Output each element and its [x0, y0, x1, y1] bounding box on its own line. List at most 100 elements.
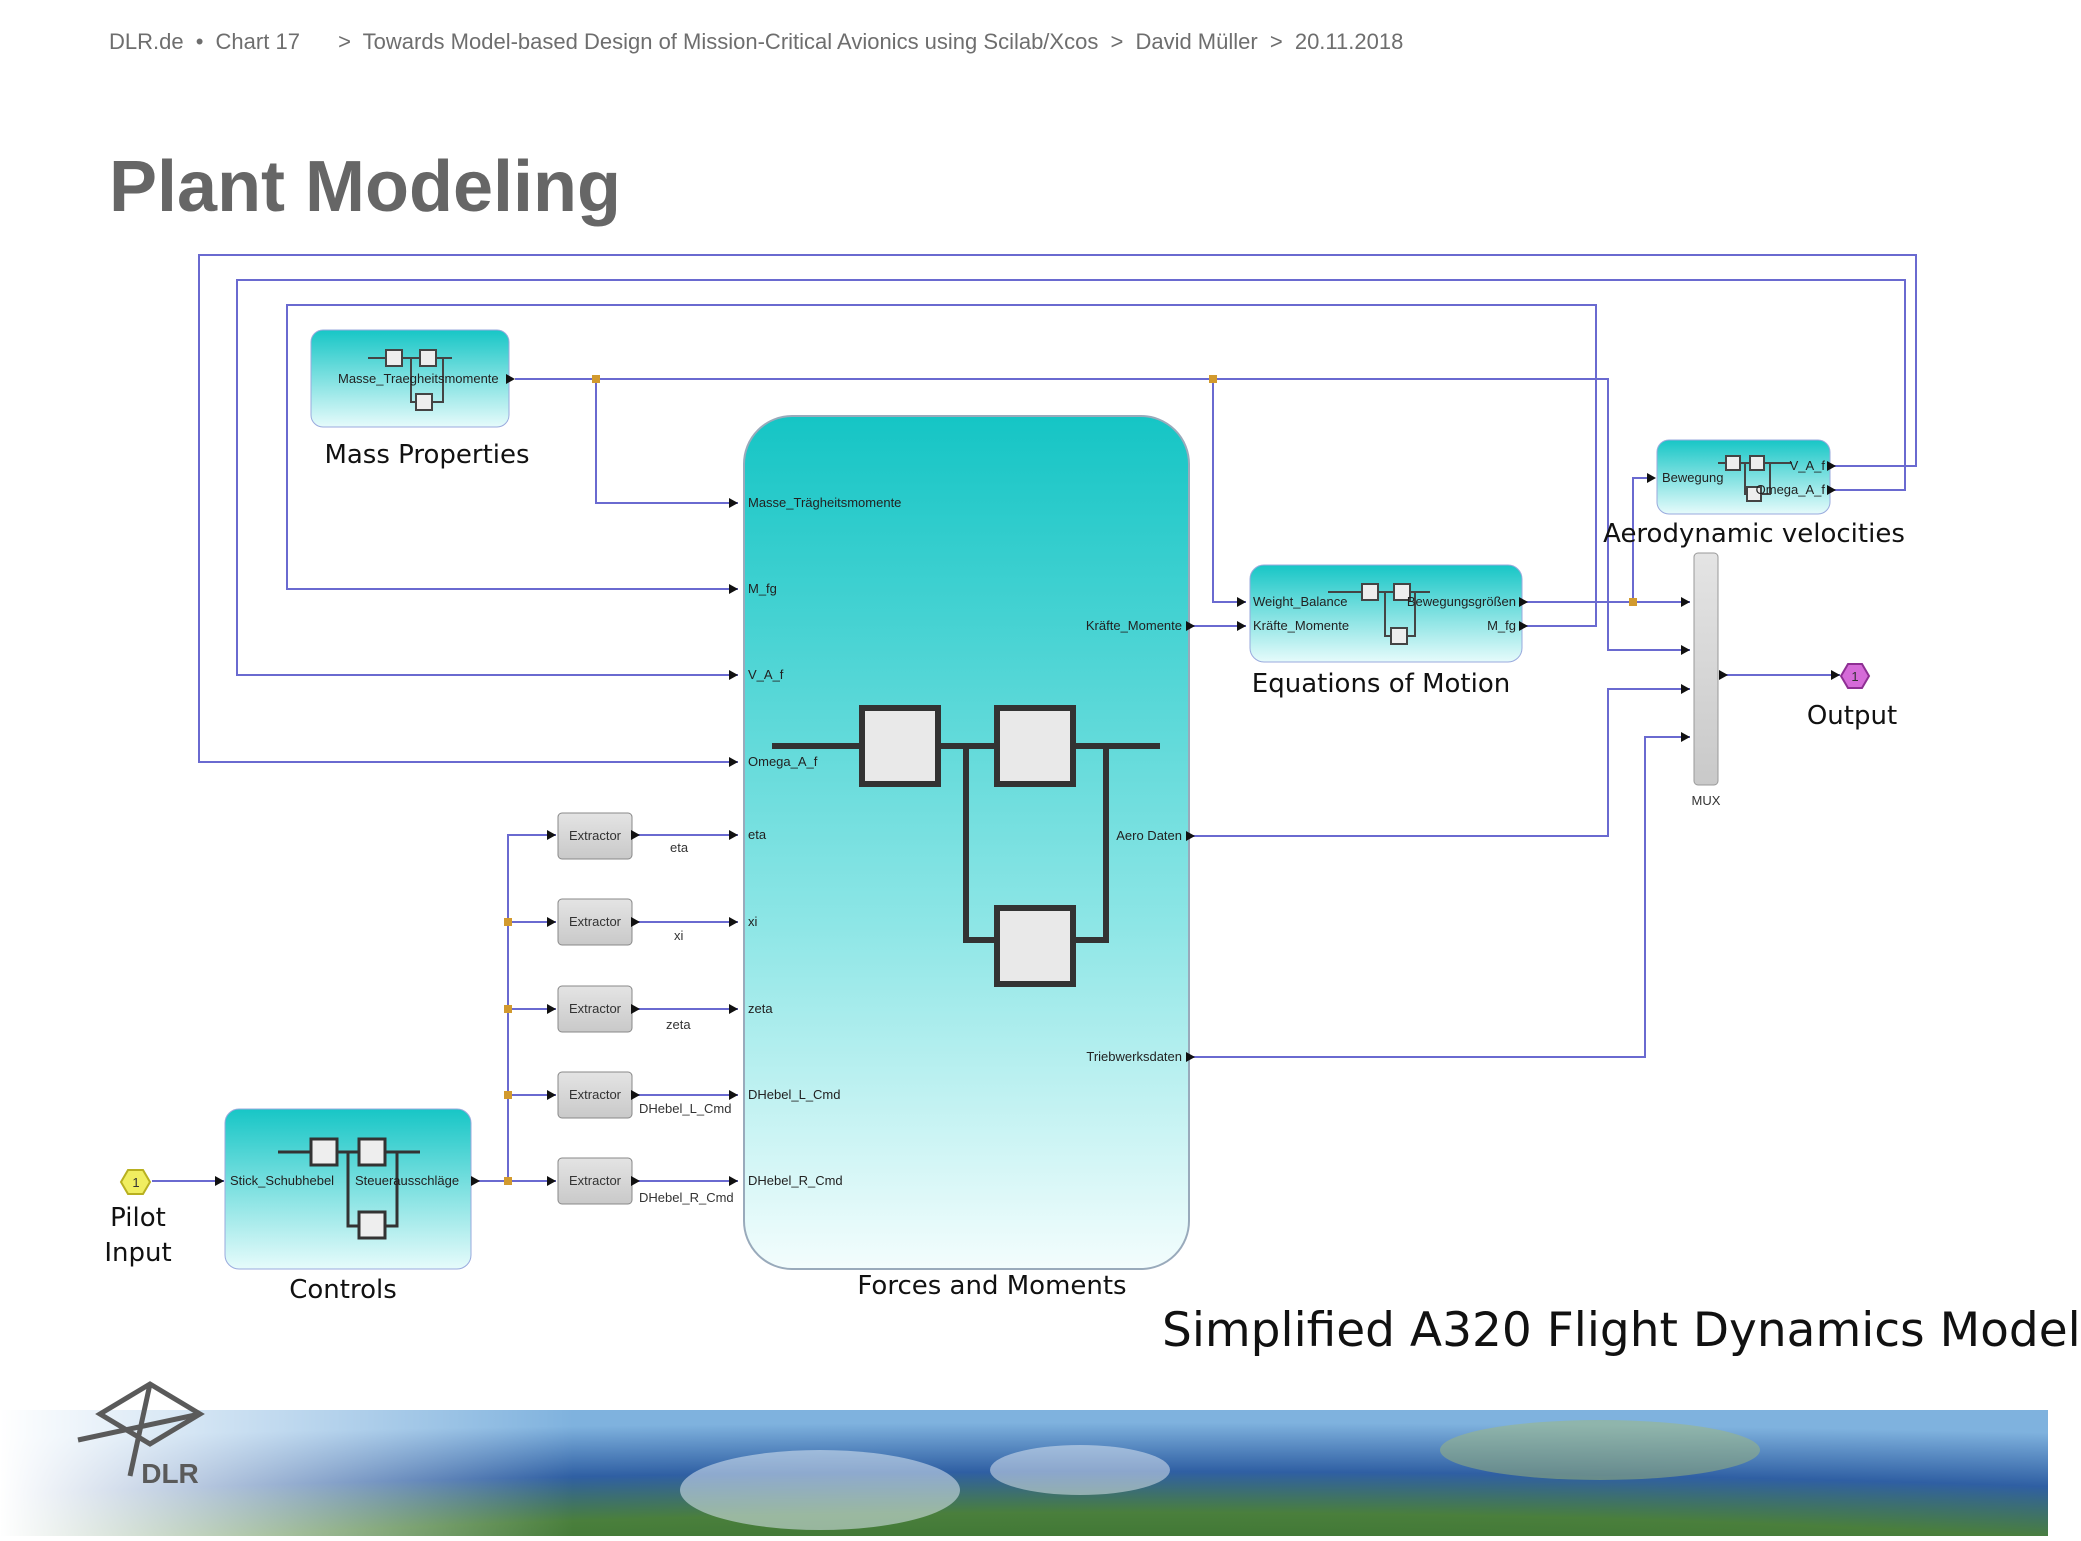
- arrowhead: [1681, 684, 1690, 694]
- input-port-number: 1: [132, 1175, 139, 1190]
- arrowhead: [729, 1004, 738, 1014]
- forces-port-in: Masse_Trägheitsmomente: [748, 495, 901, 510]
- forces-port-out: Triebwerksdaten: [1086, 1049, 1182, 1064]
- feedback-wires: [152, 254, 1917, 1182]
- signal-label: DHebel_L_Cmd: [639, 1101, 732, 1116]
- forces-port-in: DHebel_L_Cmd: [748, 1087, 841, 1102]
- arrowhead: [729, 830, 738, 840]
- split-point: [504, 1177, 512, 1185]
- arrowhead: [1681, 732, 1690, 742]
- extractor-label: Extractor: [569, 1173, 622, 1188]
- forces-port-in: Omega_A_f: [748, 754, 818, 769]
- breadcrumb-talk: Towards Model-based Design of Mission-Cr…: [362, 29, 1099, 54]
- arrowhead: [547, 917, 556, 927]
- wire-mass-to-eom: [1212, 379, 1246, 603]
- forces-moments-block[interactable]: Masse_Trägheitsmomente M_fg V_A_f Omega_…: [743, 415, 1195, 1270]
- controls-label: Controls: [289, 1275, 397, 1305]
- wire-mass-to-mux: [515, 378, 1690, 651]
- breadcrumb-separator: •: [195, 29, 204, 54]
- arrowhead: [547, 1176, 556, 1186]
- signal-label: eta: [670, 840, 689, 855]
- forces-port-in: xi: [748, 914, 758, 929]
- extractor-label: Extractor: [569, 1001, 622, 1016]
- diagram-caption: Simplified A320 Flight Dynamics Model: [1162, 1303, 2081, 1358]
- extractor-block[interactable]: Extractor: [557, 985, 640, 1033]
- page-title: Plant Modeling: [109, 147, 621, 227]
- aero-port-out: V_A_f: [1790, 458, 1826, 473]
- forces-port-in: V_A_f: [748, 667, 784, 682]
- forces-port-in: M_fg: [748, 581, 777, 596]
- equations-of-motion-label: Equations of Motion: [1252, 669, 1510, 699]
- arrowhead: [1681, 645, 1690, 655]
- signal-label: xi: [674, 928, 684, 943]
- extractor-label: Extractor: [569, 914, 622, 929]
- extractor-block[interactable]: Extractor: [557, 898, 640, 946]
- logo-text: DLR: [141, 1458, 199, 1489]
- earth-banner: [0, 1410, 2048, 1536]
- forces-port-in: zeta: [748, 1001, 773, 1016]
- controls-block[interactable]: Stick_Schubhebel Steuerausschläge: [224, 1108, 480, 1270]
- arrowhead: [1831, 670, 1840, 680]
- signal-label: zeta: [666, 1017, 691, 1032]
- wire-mfg: [286, 304, 1597, 627]
- output-label: Output: [1807, 701, 1897, 731]
- arrowhead: [729, 670, 738, 680]
- arrowhead: [729, 757, 738, 767]
- forces-port-in: DHebel_R_Cmd: [748, 1173, 843, 1188]
- arrowhead: [729, 1090, 738, 1100]
- aerodynamic-velocities-block[interactable]: Bewegung V_A_f Omega_A_f: [1656, 439, 1836, 515]
- arrowhead: [1647, 473, 1656, 483]
- split-point: [504, 1091, 512, 1099]
- arrowhead: [729, 1176, 738, 1186]
- mux-block[interactable]: MUX: [1692, 552, 1728, 808]
- mass-properties-label: Mass Properties: [324, 440, 529, 470]
- aero-port-out: Omega_A_f: [1756, 482, 1826, 497]
- split-points: [504, 375, 1637, 1185]
- eom-port-in: Weight_Balance: [1253, 594, 1347, 609]
- dlr-logo: DLR: [77, 1381, 205, 1489]
- breadcrumb-author: David Müller: [1135, 29, 1258, 54]
- forces-port-out: Kräfte_Momente: [1086, 618, 1182, 633]
- controls-port-in: Stick_Schubhebel: [230, 1173, 334, 1188]
- arrowhead: [547, 830, 556, 840]
- wire-eom-to-aero: [1632, 477, 1652, 602]
- equations-of-motion-block[interactable]: Weight_Balance Kräfte_Momente Bewegungsg…: [1249, 564, 1528, 663]
- pilot-input-label: Pilot: [110, 1203, 166, 1233]
- extractor-block[interactable]: Extractor: [557, 1157, 640, 1205]
- forces-moments-label: Forces and Moments: [857, 1271, 1126, 1301]
- output-port-number: 1: [1851, 669, 1858, 684]
- mass-properties-block[interactable]: Masse_Traegheitsmomente: [310, 329, 515, 428]
- arrowhead: [729, 584, 738, 594]
- arrowhead: [1681, 597, 1690, 607]
- split-point: [592, 375, 600, 383]
- wire-omega: [198, 254, 1917, 763]
- controls-port-out: Steuerausschläge: [355, 1173, 459, 1188]
- arrowhead: [1237, 597, 1246, 607]
- signal-label: DHebel_R_Cmd: [639, 1190, 734, 1205]
- breadcrumb-arrow: >: [338, 29, 351, 54]
- split-point: [504, 1005, 512, 1013]
- earth-image: [0, 1410, 2048, 1536]
- extractor-label: Extractor: [569, 1087, 622, 1102]
- breadcrumb-chart: Chart 17: [215, 29, 300, 54]
- split-point: [1629, 598, 1637, 606]
- breadcrumb-date: 20.11.2018: [1294, 29, 1404, 54]
- extractor-block[interactable]: Extractor: [557, 1071, 640, 1119]
- pilot-input-port[interactable]: 1: [119, 1169, 152, 1195]
- output-port[interactable]: 1: [1839, 663, 1871, 689]
- extractor-label: Extractor: [569, 828, 622, 843]
- wire-v: [236, 279, 1906, 676]
- extractor-block[interactable]: Extractor: [557, 812, 640, 860]
- aerodynamic-velocities-label: Aerodynamic velocities: [1603, 519, 1905, 549]
- breadcrumb-site[interactable]: DLR.de: [109, 29, 184, 54]
- breadcrumb-arrow: >: [1110, 29, 1124, 54]
- arrowhead: [547, 1090, 556, 1100]
- arrowhead: [215, 1176, 224, 1186]
- wire-aero-to-mux: [1193, 688, 1690, 837]
- arrowhead: [547, 1004, 556, 1014]
- arrowheads: [215, 473, 1840, 1186]
- forces-port-out: Aero Daten: [1116, 828, 1182, 843]
- aero-port-in: Bewegung: [1662, 470, 1723, 485]
- wire-engine-to-mux: [1193, 736, 1690, 1058]
- arrowhead: [1237, 621, 1246, 631]
